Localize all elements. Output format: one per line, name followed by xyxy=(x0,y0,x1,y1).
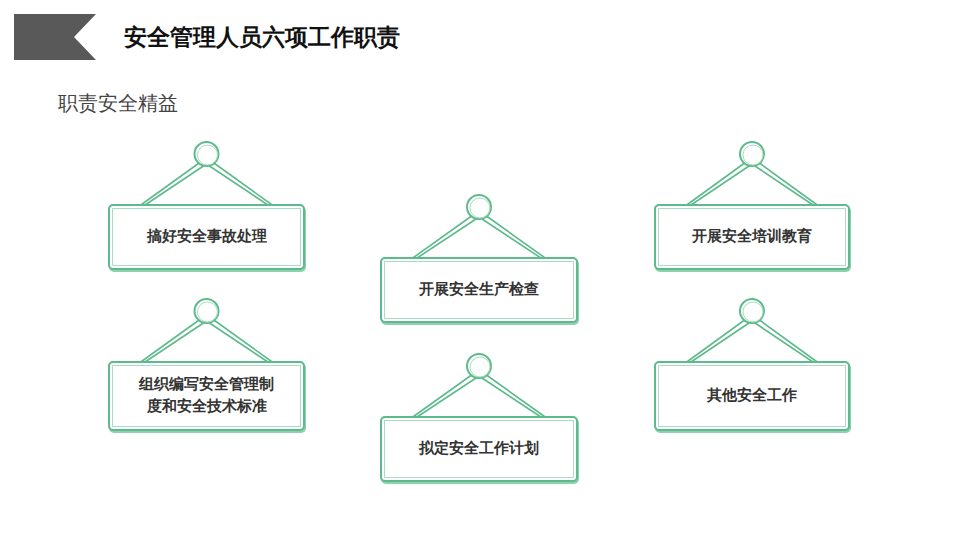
subtitle: 职责安全精益 xyxy=(58,90,178,117)
sign-text: 其他安全工作 xyxy=(707,385,797,407)
hanger xyxy=(684,299,820,364)
hanger xyxy=(410,354,548,419)
hanger xyxy=(684,142,820,207)
hanger xyxy=(410,195,548,260)
hanging-sign: 开展安全培训教育 xyxy=(654,204,850,270)
hanger xyxy=(138,142,275,207)
hanging-sign: 组织编写安全管理制度和安全技术标准 xyxy=(108,361,305,431)
sign-text: 开展安全生产检查 xyxy=(419,279,539,301)
hanging-sign: 拟定安全工作计划 xyxy=(380,416,578,482)
sign-text: 组织编写安全管理制度和安全技术标准 xyxy=(138,374,275,418)
sign-text: 搞好安全事故处理 xyxy=(147,226,267,248)
sign-text: 开展安全培训教育 xyxy=(692,226,812,248)
hanging-sign: 开展安全生产检查 xyxy=(380,257,578,323)
sign-text: 拟定安全工作计划 xyxy=(419,438,539,460)
hanger xyxy=(138,299,275,364)
slide-title: 安全管理人员六项工作职责 xyxy=(124,22,400,53)
hanging-sign: 搞好安全事故处理 xyxy=(108,204,305,270)
title-chevron xyxy=(14,14,96,60)
hanging-sign: 其他安全工作 xyxy=(654,361,850,431)
